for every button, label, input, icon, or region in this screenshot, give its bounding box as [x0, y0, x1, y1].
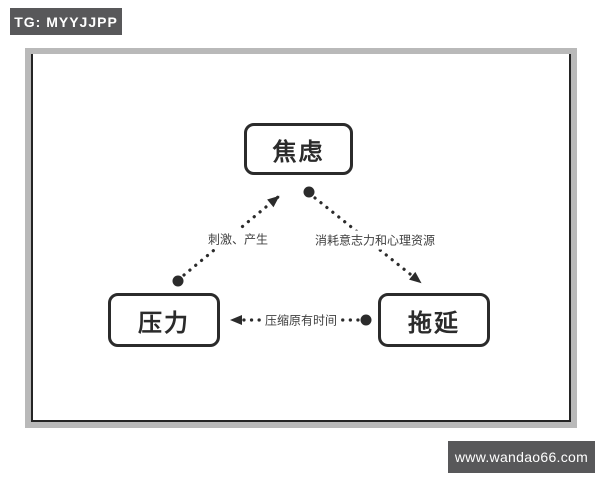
arrow-start-dot	[303, 186, 315, 198]
node-procrastination: 拖延	[378, 293, 490, 347]
node-procrastination-label: 拖延	[408, 309, 460, 337]
tg-watermark-badge: TG: MYYJJPP	[10, 8, 122, 35]
site-watermark-badge: www.wandao66.com	[448, 441, 595, 473]
edge-label-procrastination-to-pressure: 压缩原有时间	[260, 310, 342, 330]
site-watermark-text: www.wandao66.com	[454, 449, 589, 465]
arrow-start-dot	[172, 275, 184, 287]
tg-watermark-text: TG: MYYJJPP	[14, 13, 118, 30]
node-anxiety: 焦虑	[244, 123, 353, 175]
node-pressure: 压力	[108, 293, 220, 347]
arrow-start-dot	[360, 314, 372, 326]
node-pressure-label: 压力	[138, 309, 190, 337]
whiteboard-frame: 焦虑 压力 拖延 刺激、产生 消耗意志力和心理资源 压缩原有时间	[25, 48, 577, 428]
diagram-arrows	[172, 186, 422, 326]
diagram-canvas: 焦虑 压力 拖延 刺激、产生 消耗意志力和心理资源 压缩原有时间	[31, 54, 571, 422]
node-anxiety-label: 焦虑	[272, 138, 325, 166]
edge-label-pressure-to-anxiety: 刺激、产生	[203, 229, 273, 249]
edge-label-anxiety-to-procrastination: 消耗意志力和心理资源	[310, 230, 440, 250]
arrow-procrastination-to-pressure	[230, 314, 372, 326]
